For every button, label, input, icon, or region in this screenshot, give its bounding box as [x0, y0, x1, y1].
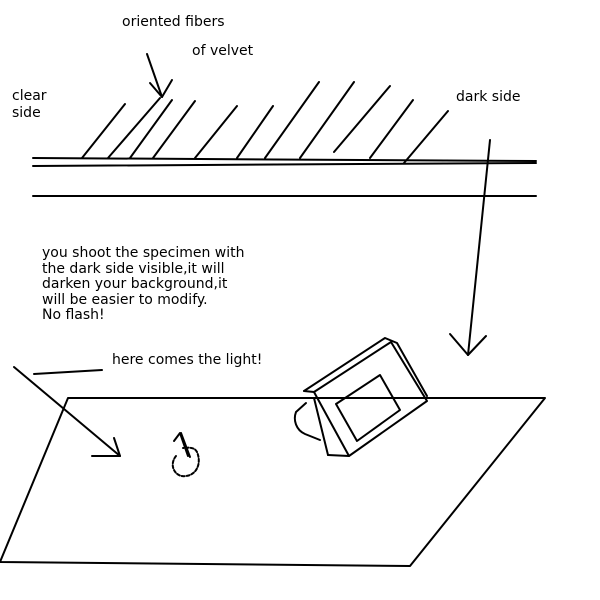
fiber: [152, 100, 196, 159]
label-clear-side: clear side: [12, 88, 47, 121]
label-light: here comes the light!: [112, 352, 263, 368]
camera-front-edge: [313, 397, 329, 456]
arrow-dark-side-down: [449, 139, 491, 356]
fiber: [264, 81, 320, 159]
velvet-middle-edge: [32, 162, 537, 167]
fiber: [236, 105, 274, 159]
fiber: [107, 97, 161, 159]
camera-body-depth: [303, 337, 428, 397]
label-dark-side: dark side: [456, 89, 521, 105]
instruction-note: you shoot the specimen with the dark sid…: [42, 245, 245, 323]
fiber: [129, 99, 173, 159]
light-label-pointer: [33, 369, 103, 375]
fiber: [333, 85, 391, 153]
camera-body: [313, 341, 428, 457]
velvet-fabric: [32, 157, 537, 197]
fiber: [369, 99, 414, 159]
label-of-velvet: of velvet: [192, 43, 254, 59]
velvet-fibers: [81, 81, 449, 164]
fiber: [299, 81, 355, 159]
velvet-top-edge: [32, 157, 537, 162]
camera-icon: [293, 337, 428, 457]
fiber: [81, 103, 126, 159]
camera-lens: [293, 402, 321, 441]
arrow-to-fibers: [146, 53, 173, 98]
fiber: [403, 110, 449, 164]
specimen: [171, 432, 200, 478]
label-oriented-fibers: oriented fibers: [122, 14, 225, 30]
fiber: [194, 105, 238, 159]
table-surface: [0, 397, 546, 567]
camera-screen: [335, 374, 401, 442]
light-arrow: [13, 366, 121, 457]
